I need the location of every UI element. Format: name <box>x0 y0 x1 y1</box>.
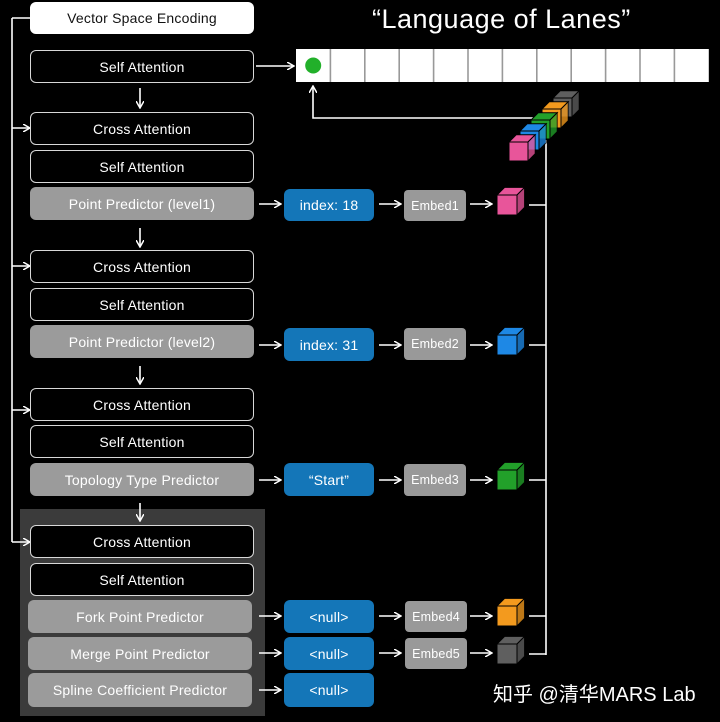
embedding-cube <box>495 597 526 628</box>
spline-coefficient-predictor-box: Spline Coefficient Predictor <box>28 673 252 707</box>
token-marker <box>305 57 322 74</box>
embedding-cube <box>495 186 526 217</box>
point-predictor-level1-box: Point Predictor (level1) <box>30 187 254 220</box>
embedding-cube <box>495 635 526 666</box>
cube-front-face <box>496 643 518 665</box>
null-output-box: <null> <box>284 637 374 670</box>
embedding-cube <box>495 326 526 357</box>
topology-type-predictor-box: Topology Type Predictor <box>30 463 254 496</box>
page-title: “Language of Lanes” <box>372 4 631 34</box>
embedding-cube <box>495 461 526 492</box>
null-output-box: <null> <box>284 673 374 707</box>
cube-front-face <box>496 194 518 216</box>
self-attention-box: Self Attention <box>30 425 254 458</box>
embed-box: Embed1 <box>404 190 466 221</box>
embed-box: Embed3 <box>404 464 466 496</box>
cross-attention-box: Cross Attention <box>30 388 254 421</box>
merge-point-predictor-box: Merge Point Predictor <box>28 637 252 670</box>
cross-attention-box: Cross Attention <box>30 525 254 558</box>
embed-box: Embed5 <box>405 638 467 669</box>
self-attention-box: Self Attention <box>30 150 254 183</box>
point-predictor-level2-box: Point Predictor (level2) <box>30 325 254 358</box>
watermark: 知乎 @清华MARS Lab <box>493 684 696 706</box>
index-output-box: index: 18 <box>284 189 374 221</box>
self-attention-box: Self Attention <box>30 563 254 596</box>
cube-front-face <box>508 141 529 162</box>
stacked-embedding-cube <box>507 133 537 163</box>
self-attention-box: Self Attention <box>30 50 254 83</box>
vector-space-encoding-box: Vector Space Encoding <box>30 2 254 34</box>
topology-output-box: “Start” <box>284 463 374 496</box>
embed-box: Embed4 <box>405 601 467 632</box>
cross-attention-box: Cross Attention <box>30 250 254 283</box>
self-attention-box: Self Attention <box>30 288 254 321</box>
fork-point-predictor-box: Fork Point Predictor <box>28 600 252 633</box>
index-output-box: index: 31 <box>284 328 374 361</box>
cross-attention-box: Cross Attention <box>30 112 254 145</box>
cube-front-face <box>496 334 518 356</box>
embed-box: Embed2 <box>404 328 466 360</box>
cube-front-face <box>496 469 518 491</box>
cube-front-face <box>496 605 518 627</box>
stack-to-token-arrow <box>313 87 548 119</box>
null-output-box: <null> <box>284 600 374 633</box>
